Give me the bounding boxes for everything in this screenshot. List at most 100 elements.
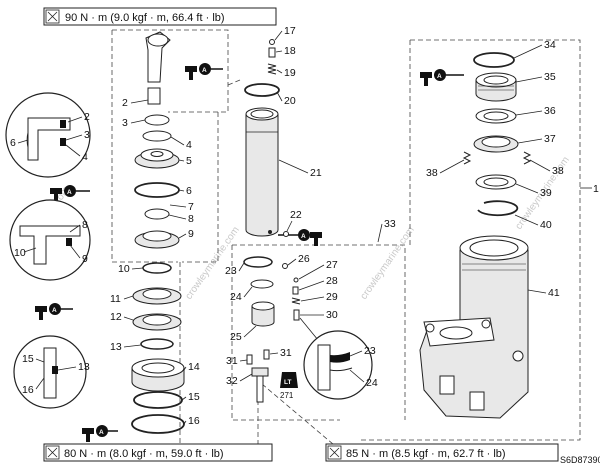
svg-text:29: 29 [326,291,338,303]
part-6 [134,182,180,198]
svg-text:7: 7 [188,201,194,213]
svg-text:23: 23 [225,265,237,277]
grease-gun-icon: A [278,229,322,246]
torque-wrench-icon [47,11,58,22]
svg-text:14: 14 [188,361,200,373]
svg-text:18: 18 [284,45,296,57]
part-27 [293,277,299,283]
part-32 [251,367,269,377]
part-3 [144,114,170,126]
part-20 [244,83,280,97]
detail-circle-1: 2 3 4 6 [5,92,91,178]
svg-text:10: 10 [14,247,26,259]
part-25 [251,306,275,327]
svg-text:9: 9 [188,228,194,240]
grease-gun-icon: A [50,185,90,202]
housing-part-41: 41 [419,235,560,419]
svg-text:39: 39 [540,187,552,199]
part-40 [477,200,519,217]
part-18 [268,47,276,58]
part-23 [243,256,273,268]
grease-gun-icon: A [185,63,223,80]
left-stack-parts [131,31,185,434]
part-8 [144,208,170,220]
svg-text:6: 6 [10,137,16,149]
svg-text:41: 41 [548,287,560,299]
svg-text:11: 11 [110,293,121,305]
svg-text:A: A [202,67,207,74]
svg-text:A: A [52,307,57,314]
figure-id: S6D87390 [560,455,600,465]
part-2 [147,87,161,105]
watermark: crowleymarine.com [358,225,416,302]
loctite-number: 271 [280,391,294,400]
svg-text:8: 8 [188,213,194,225]
grease-gun-icons: A A A A A A [35,63,464,442]
part-29 [291,297,301,305]
svg-text:25: 25 [230,331,242,343]
torque-wrench-icon [329,447,340,458]
svg-text:31: 31 [226,355,238,367]
right-stack-parts: 34 35 36 37 38 38 39 40 1 [426,39,599,231]
svg-text:4: 4 [186,139,192,151]
svg-text:33: 33 [384,218,396,230]
part-30 [293,309,300,321]
torque-spec-top: 90 N · m (9.0 kgf · m, 66.4 ft · lb) [43,7,277,26]
svg-text:16: 16 [188,415,200,427]
left-callouts: 2 3 4 5 6 7 8 9 10 11 12 13 14 15 16 [110,97,200,427]
svg-text:23: 23 [364,345,376,357]
svg-text:2: 2 [84,111,90,123]
svg-text:35: 35 [544,71,556,83]
svg-text:A: A [99,429,104,436]
part-34 [473,52,515,68]
svg-text:A: A [437,73,442,80]
part-26 [282,263,288,269]
center-tube-parts: 17 18 19 20 21 22 33 [244,25,396,243]
part-22 [283,231,289,237]
svg-text:8: 8 [82,219,88,231]
part-19 [267,63,277,75]
part-38a [462,151,472,165]
svg-text:17: 17 [284,25,296,37]
detail-circle-4: 23 24 [299,317,378,400]
svg-text:1: 1 [593,183,599,195]
grease-gun-icon: A [35,303,73,320]
svg-text:LT: LT [284,379,291,386]
detail-circle-2: 8 9 10 [9,199,91,281]
part-17 [269,39,275,45]
svg-text:4: 4 [82,151,88,163]
svg-text:5: 5 [186,155,192,167]
svg-text:2: 2 [122,97,128,109]
svg-text:9: 9 [82,253,88,265]
svg-text:24: 24 [366,377,378,389]
part-21 [245,114,279,237]
loctite-icon: LT 271 [280,372,298,400]
torque-spec-bottom-left-text: 80 N · m (8.0 kgf · m, 59.0 ft · lb) [64,448,224,460]
svg-text:37: 37 [544,133,556,145]
svg-text:21: 21 [310,167,322,179]
svg-text:27: 27 [326,259,338,271]
detail-circle-3: 13 15 16 [13,335,90,409]
svg-text:38: 38 [552,165,564,177]
svg-text:15: 15 [188,391,200,403]
svg-text:10: 10 [118,263,130,275]
svg-text:19: 19 [284,67,296,79]
svg-text:20: 20 [284,95,296,107]
torque-spec-bottom-left: 80 N · m (8.0 kgf · m, 59.0 ft · lb) [43,443,273,462]
svg-text:32: 32 [226,375,238,387]
svg-text:13: 13 [78,361,90,373]
svg-text:40: 40 [540,219,552,231]
svg-text:3: 3 [122,117,128,129]
part-15 [133,391,183,409]
part-4 [142,130,172,142]
svg-text:36: 36 [544,105,556,117]
part-31a [246,354,253,365]
torque-spec-top-text: 90 N · m (9.0 kgf · m, 66.4 ft · lb) [65,12,225,24]
svg-text:A: A [67,189,72,196]
grease-gun-icon: A [82,425,118,442]
svg-text:6: 6 [186,185,192,197]
svg-text:38: 38 [426,167,438,179]
svg-text:22: 22 [290,209,302,221]
part-10 [142,262,172,274]
